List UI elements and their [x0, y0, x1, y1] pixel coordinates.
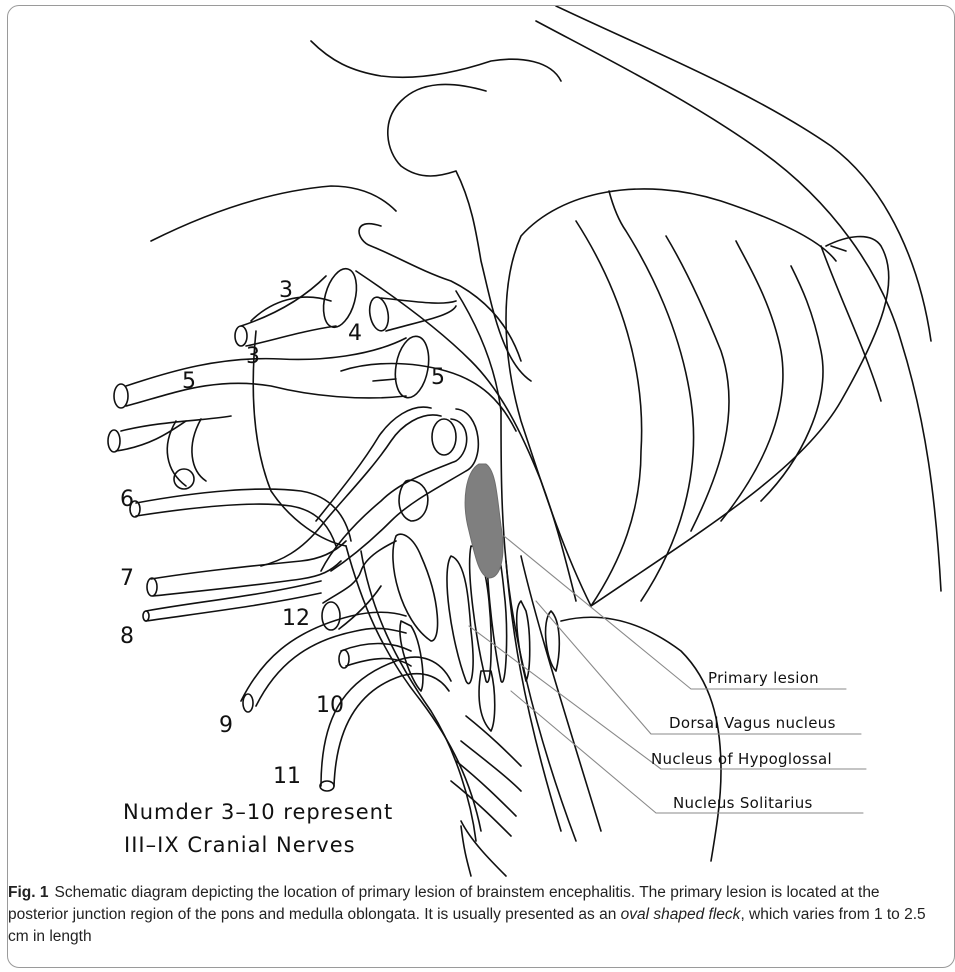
solitarius-nucleus-label: Nucleus Solitarius — [673, 794, 813, 812]
figure-number: Fig. 1 — [8, 884, 48, 901]
nerve-10-label: 10 — [316, 693, 344, 718]
note-line-2: III–IX Cranial Nerves — [124, 833, 356, 857]
figure-frame: 3 3 4 5 5 6 7 8 9 10 11 12 Primary lesio… — [7, 5, 955, 968]
dorsal-vagus-label: Dorsal Vagus nucleus — [669, 714, 836, 732]
nerve-5-label-left: 5 — [182, 369, 196, 394]
cranial-nerves — [108, 265, 478, 791]
primary-lesion-label: Primary lesion — [708, 669, 819, 687]
caption-emphasis: oval shaped fleck — [621, 906, 741, 923]
brainstem-diagram: 3 3 4 5 5 6 7 8 9 10 11 12 Primary lesio… — [8, 6, 955, 886]
nerve-7-label: 7 — [120, 566, 134, 591]
nerve-6-label: 6 — [120, 487, 134, 512]
note-line-1: Numder 3–10 represent — [123, 800, 393, 824]
nerve-3-label-lower: 3 — [246, 344, 260, 369]
primary-lesion-fleck — [465, 464, 503, 578]
nerve-4-label: 4 — [348, 321, 362, 346]
hypoglossal-nucleus-label: Nucleus of Hypoglossal — [651, 750, 832, 768]
nerve-12-label: 12 — [282, 606, 310, 631]
nerve-11-label: 11 — [273, 764, 301, 789]
nerve-8-label: 8 — [120, 624, 134, 649]
nerve-9-label: 9 — [219, 713, 233, 738]
nerve-5-label-right: 5 — [431, 365, 445, 390]
nerve-3-label-upper: 3 — [279, 278, 293, 303]
